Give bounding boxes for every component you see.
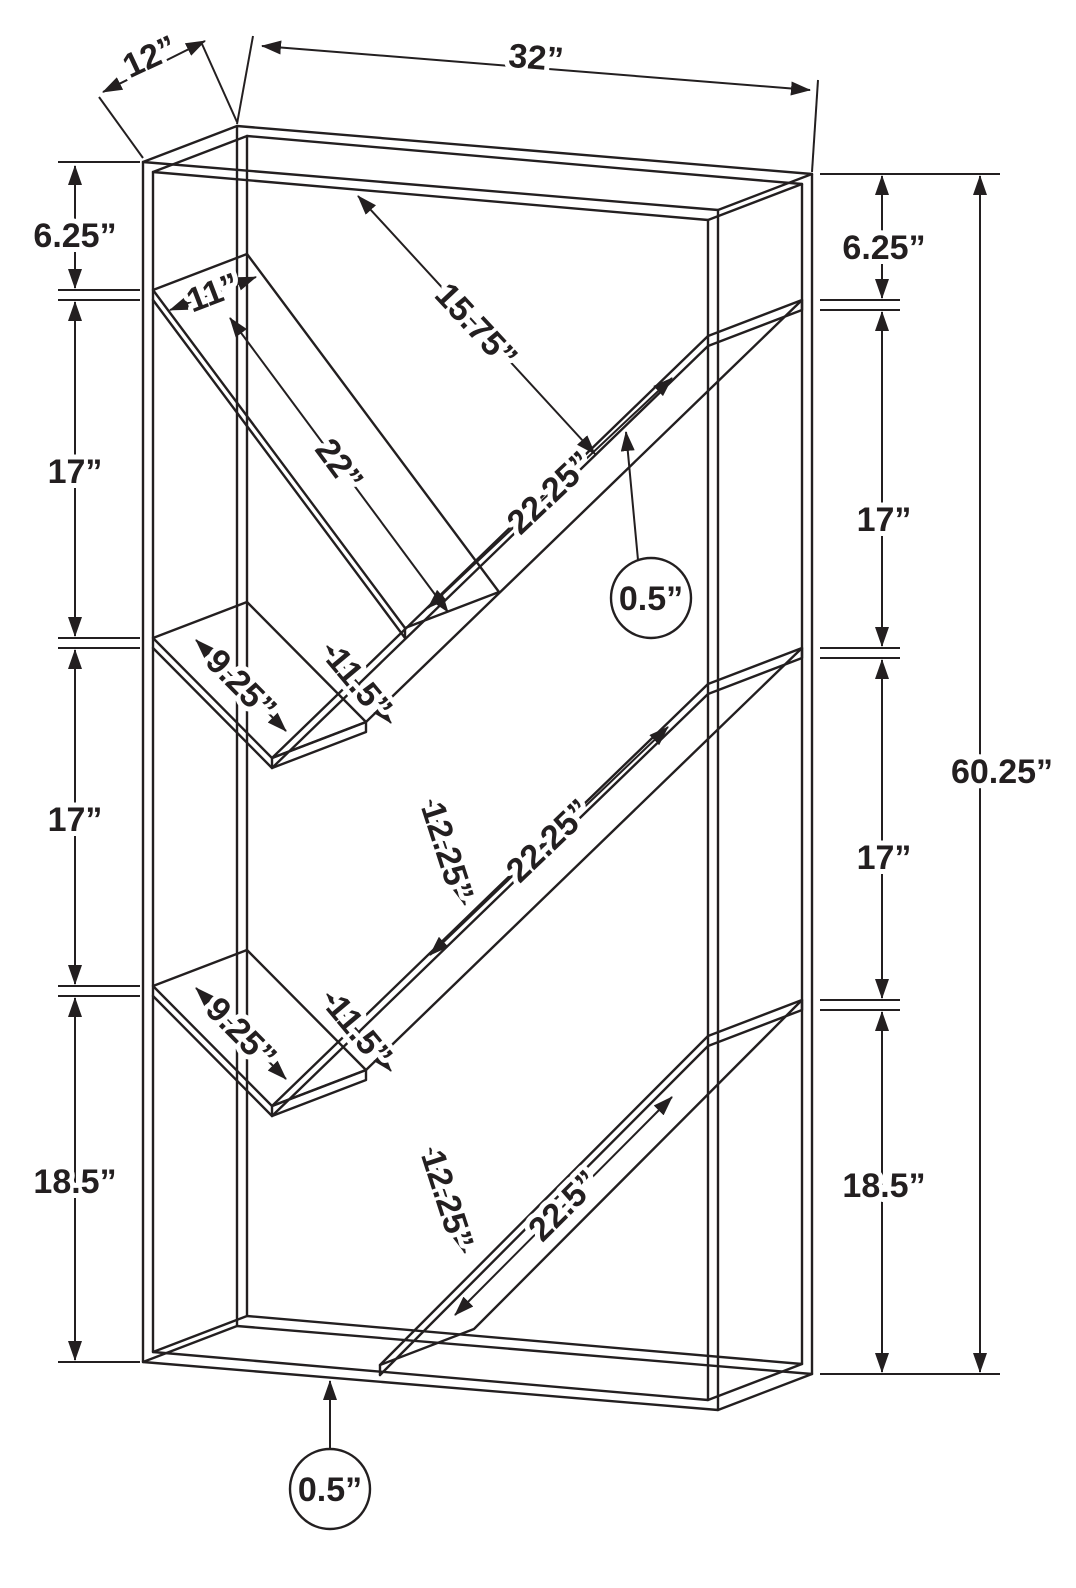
dim-arrow-mid-opening — [326, 645, 392, 724]
dim-label-upper-right-shelf: 22.25” — [500, 444, 600, 542]
dim-arrow-upper-right-shelf — [427, 377, 673, 609]
dim-label-right-2: 17” — [857, 501, 912, 539]
dim-label-top-width: 32” — [507, 37, 565, 79]
dim-label-mid-right-shelf: 22.25” — [499, 792, 599, 890]
frame-depth-edges — [141, 124, 814, 1412]
shelf-thickness-leader — [620, 431, 639, 561]
back-frame — [235, 124, 814, 1376]
dim-arrow-depth — [102, 40, 206, 93]
dim-arrow-mid-left-shelf — [195, 639, 287, 732]
dim-label-mid-vertex-gap: 12.25” — [413, 798, 481, 907]
shelf-thickness-label: 0.5” — [619, 580, 683, 618]
dimension-arrows — [68, 40, 987, 1373]
dimension-labels: 32” 12” 6.25” 17” 17” 18.5” 6.25” 17” 17… — [28, 23, 1058, 1259]
dim-label-right-3: 17” — [857, 839, 912, 877]
front-frame — [141, 160, 720, 1412]
frame-thickness-bubble — [288, 1447, 372, 1531]
dim-label-shelf-depth: 11” — [181, 266, 244, 320]
dim-label-left-1: 6.25” — [33, 217, 116, 255]
dim-label-upper-left-shelf: 22” — [307, 432, 370, 499]
dim-label-top-opening: 15.75” — [427, 276, 524, 377]
dim-arrow-shelf-depth — [169, 276, 257, 311]
shelf-thickness-bubble — [609, 556, 693, 640]
dim-arrow-mid-right-shelf — [429, 726, 669, 956]
dim-label-left-3: 17” — [48, 801, 103, 839]
dim-label-right-1: 6.25” — [842, 229, 925, 267]
callout-shelf-thickness: 0.5” — [609, 431, 693, 640]
dim-label-depth: 12” — [117, 28, 183, 86]
dim-label-left-4: 18.5” — [33, 1163, 116, 1201]
dim-label-right-4: 18.5” — [842, 1167, 925, 1205]
dim-label-lower-vertex-gap: 12.25” — [413, 1146, 481, 1255]
frame-thickness-label: 0.5” — [298, 1471, 362, 1509]
callout-frame-thickness: 0.5” — [288, 1380, 372, 1531]
dim-arrow-lower-left-shelf — [195, 987, 287, 1080]
dim-arrow-upper-left-shelf — [229, 317, 449, 613]
dim-label-left-2: 17” — [48, 453, 103, 491]
dim-arrow-top-width — [261, 40, 811, 96]
dim-arrow-lower-right-shelf — [454, 1096, 673, 1316]
extension-lines — [58, 35, 1000, 1375]
dim-arrow-lower-opening — [326, 993, 392, 1072]
dim-label-overall-height: 60.25” — [951, 753, 1053, 791]
